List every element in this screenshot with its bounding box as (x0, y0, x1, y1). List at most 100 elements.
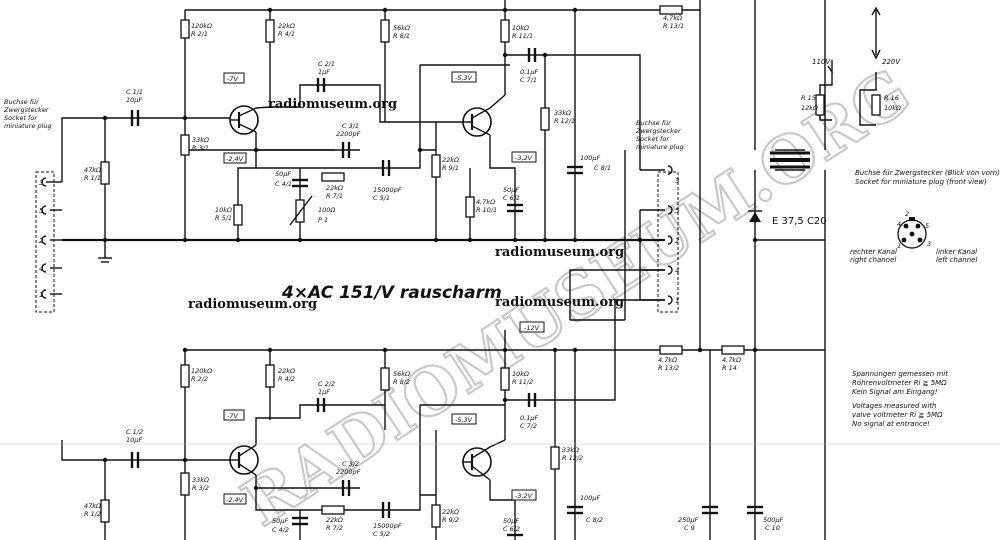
input-socket (35, 171, 62, 313)
component-label: 1µF (318, 68, 330, 76)
component-label: 22kΩ (442, 508, 459, 516)
component-label: C 9 (684, 524, 695, 532)
voltage-label: -3,2V (515, 492, 533, 500)
component-label: 10kΩ (884, 104, 901, 112)
note-line: valve voltmeter Ri ≧ 5MΩ (852, 411, 943, 419)
component-label: R 4/1 (278, 30, 295, 38)
pin-label: 2 (905, 210, 909, 218)
component-label: 47kΩ (84, 166, 101, 174)
component-label: R 9/1 (442, 164, 459, 172)
capacitors (130, 48, 763, 537)
pin-label: 1 (39, 291, 43, 299)
component-label: R 3/1 (192, 144, 209, 152)
left-channel-en: left channel (936, 256, 977, 264)
component-label: 100Ω (318, 206, 335, 214)
transistor-t1 (229, 105, 259, 135)
component-label: 120kΩ (191, 367, 212, 375)
component-label: C 4/1 (275, 180, 292, 188)
pin-label: 4 (897, 220, 901, 228)
note-line: Kein Signal am Eingang! (852, 388, 938, 396)
pin-label: 3 (675, 177, 679, 185)
component-label: 56kΩ (393, 370, 410, 378)
component-label: 15000pF (373, 522, 402, 530)
front-socket-diagram (897, 217, 927, 249)
component-label: R 5/1 (215, 214, 232, 222)
component-label: R 14 (722, 364, 737, 372)
pin-label: 4 (675, 267, 679, 275)
component-label: 22kΩ (278, 22, 295, 30)
component-label: C 8/1 (594, 164, 611, 172)
component-label: 120kΩ (191, 22, 212, 30)
component-label: 500µF (763, 516, 784, 524)
diagram-title: 4×AC 151/V rauscharm (281, 283, 502, 303)
component-label: 10kΩ (512, 370, 529, 378)
component-label: 15000pF (373, 186, 402, 194)
component-label: 22kΩ (326, 516, 343, 524)
watermark-3: radiomuseum.org (188, 297, 317, 312)
component-label: 33kΩ (192, 476, 209, 484)
pin-label: 2 (39, 237, 44, 245)
output-socket-en: Socket for (636, 135, 670, 143)
mains-220v: 220V (882, 58, 901, 66)
pin-label: 5 (925, 222, 929, 230)
component-label: 50µF (503, 517, 519, 525)
voltage-label: -5,3V (455, 74, 473, 82)
component-label: R 2/1 (191, 30, 208, 38)
component-label: 50µF (503, 186, 519, 194)
component-label: C 10 (765, 524, 780, 532)
transistors (229, 94, 506, 481)
component-label: R 13/1 (663, 22, 684, 30)
component-label: R 16 (884, 94, 899, 102)
component-label: R 7/2 (326, 524, 343, 532)
pin-label: 5 (39, 207, 44, 215)
note-line: No signal at entrance! (852, 420, 930, 428)
watermark-4: radiomuseum.org (495, 295, 624, 310)
component-label: 10kΩ (512, 24, 529, 32)
transistor-t3 (229, 444, 259, 476)
output-socket-en2: miniature plug (636, 143, 684, 151)
component-label: 50µF (275, 170, 291, 178)
voltage-label: -12V (524, 324, 540, 332)
component-label: R 12/2 (562, 454, 583, 462)
mains-110v: 110V (812, 58, 831, 66)
component-label: 33kΩ (192, 136, 209, 144)
component-label: C 1/2 (126, 428, 143, 436)
component-label: R 2/2 (191, 375, 208, 383)
output-socket-de2: Zwergstecker (635, 127, 682, 135)
input-socket-de2: Zwergstecker (3, 106, 50, 114)
component-label: 10µF (126, 436, 142, 444)
component-label: 10kΩ (215, 206, 232, 214)
component-label: C 7/1 (520, 76, 537, 84)
component-label: 50µF (272, 517, 288, 525)
watermark-2: radiomuseum.org (495, 245, 624, 260)
voltage-label: -3,2V (515, 154, 533, 162)
component-label: C 4/2 (272, 526, 289, 534)
voltage-label: -7V (227, 412, 238, 420)
component-label: C 5/2 (373, 530, 390, 538)
right-channel-de: rechter Kanal (850, 248, 897, 256)
component-label: 0,1µF (520, 68, 538, 76)
note-line: Voltages measured with (852, 402, 936, 410)
component-label: R 12/1 (554, 117, 575, 125)
component-label: C 6/1 (503, 194, 520, 202)
component-label: R 11/1 (512, 32, 533, 40)
front-socket-en: Socket for miniature plug (front view) (855, 178, 987, 186)
tube-label: E 37,5 C20 (772, 216, 827, 227)
component-label: 22kΩ (326, 184, 343, 192)
component-label: 4,7kΩ (663, 14, 682, 22)
component-label: 4,7kΩ (476, 198, 495, 206)
component-label: 2200pF (336, 468, 361, 476)
input-socket-en2: miniature plug (4, 122, 52, 130)
component-label: C 1/1 (126, 88, 143, 96)
component-label: 22kΩ (442, 156, 459, 164)
component-label: 33kΩ (554, 109, 571, 117)
voltage-label: -7V (227, 75, 238, 83)
component-label: 250µF (678, 516, 699, 524)
note-line: Spannungen gemessen mit (852, 370, 948, 378)
component-label: C 7/2 (520, 422, 537, 430)
component-label: 47kΩ (84, 502, 101, 510)
component-label: R 15 (801, 94, 816, 102)
component-label: R 13/2 (658, 364, 679, 372)
